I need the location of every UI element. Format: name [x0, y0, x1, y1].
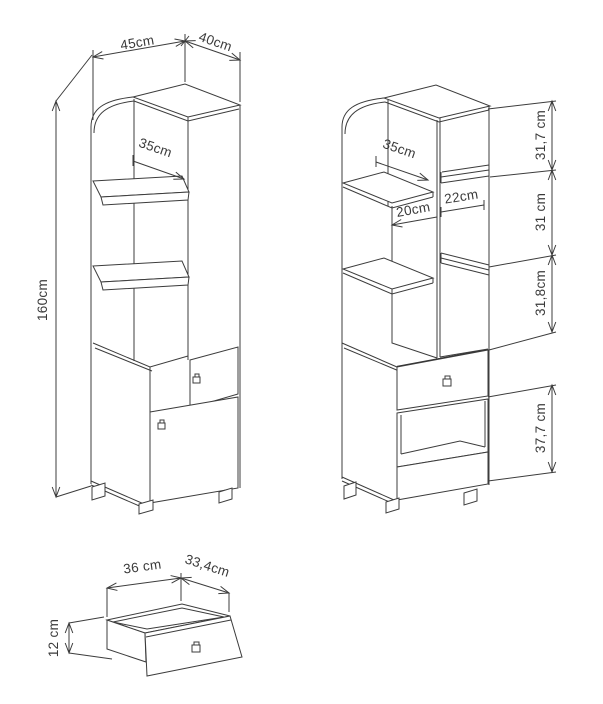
cabinet-section-view: 35cm 20cm 22cm 31,7 cm 31 cm 31,8cm 37,7…	[342, 85, 556, 513]
drawer-depth-dimension-label: 33,4cm	[183, 551, 231, 580]
middle-section-dimension-label: 31 cm	[533, 193, 548, 231]
bottom-opening-dimension-label: 37,7 cm	[533, 403, 548, 453]
left-column-dimension-label: 20cm	[395, 199, 431, 220]
cabinet-front-view: 45cm 40cm 160cm 35cm	[35, 29, 240, 514]
drawer-handle	[193, 374, 200, 383]
drawer-height-dimension-label: 12 cm	[46, 619, 61, 657]
lower-section-dimension-label: 31,8cm	[533, 270, 548, 316]
height-dimension-label: 160cm	[35, 279, 50, 321]
width-dimension-label: 45cm	[119, 32, 155, 52]
dimension-lines-section	[376, 101, 556, 481]
drawer-handle	[192, 642, 200, 652]
door-handle	[158, 420, 165, 429]
right-column-dimension-label: 22cm	[443, 186, 479, 206]
shelf-width-dimension-label: 35cm	[381, 136, 418, 161]
dimension-lines-drawer	[69, 573, 229, 659]
cabinet-feet	[92, 483, 232, 514]
shelf-width-dimension-label: 35cm	[137, 135, 174, 160]
drawer-handle	[443, 376, 451, 386]
dimension-lines-front	[56, 34, 240, 497]
cabinet-feet	[344, 482, 477, 513]
drawer-width-dimension-label: 36 cm	[122, 556, 162, 576]
depth-dimension-label: 40cm	[197, 29, 234, 54]
drawer-detail-view: 36 cm 33,4cm 12 cm	[46, 551, 242, 676]
top-section-dimension-label: 31,7 cm	[533, 110, 548, 160]
